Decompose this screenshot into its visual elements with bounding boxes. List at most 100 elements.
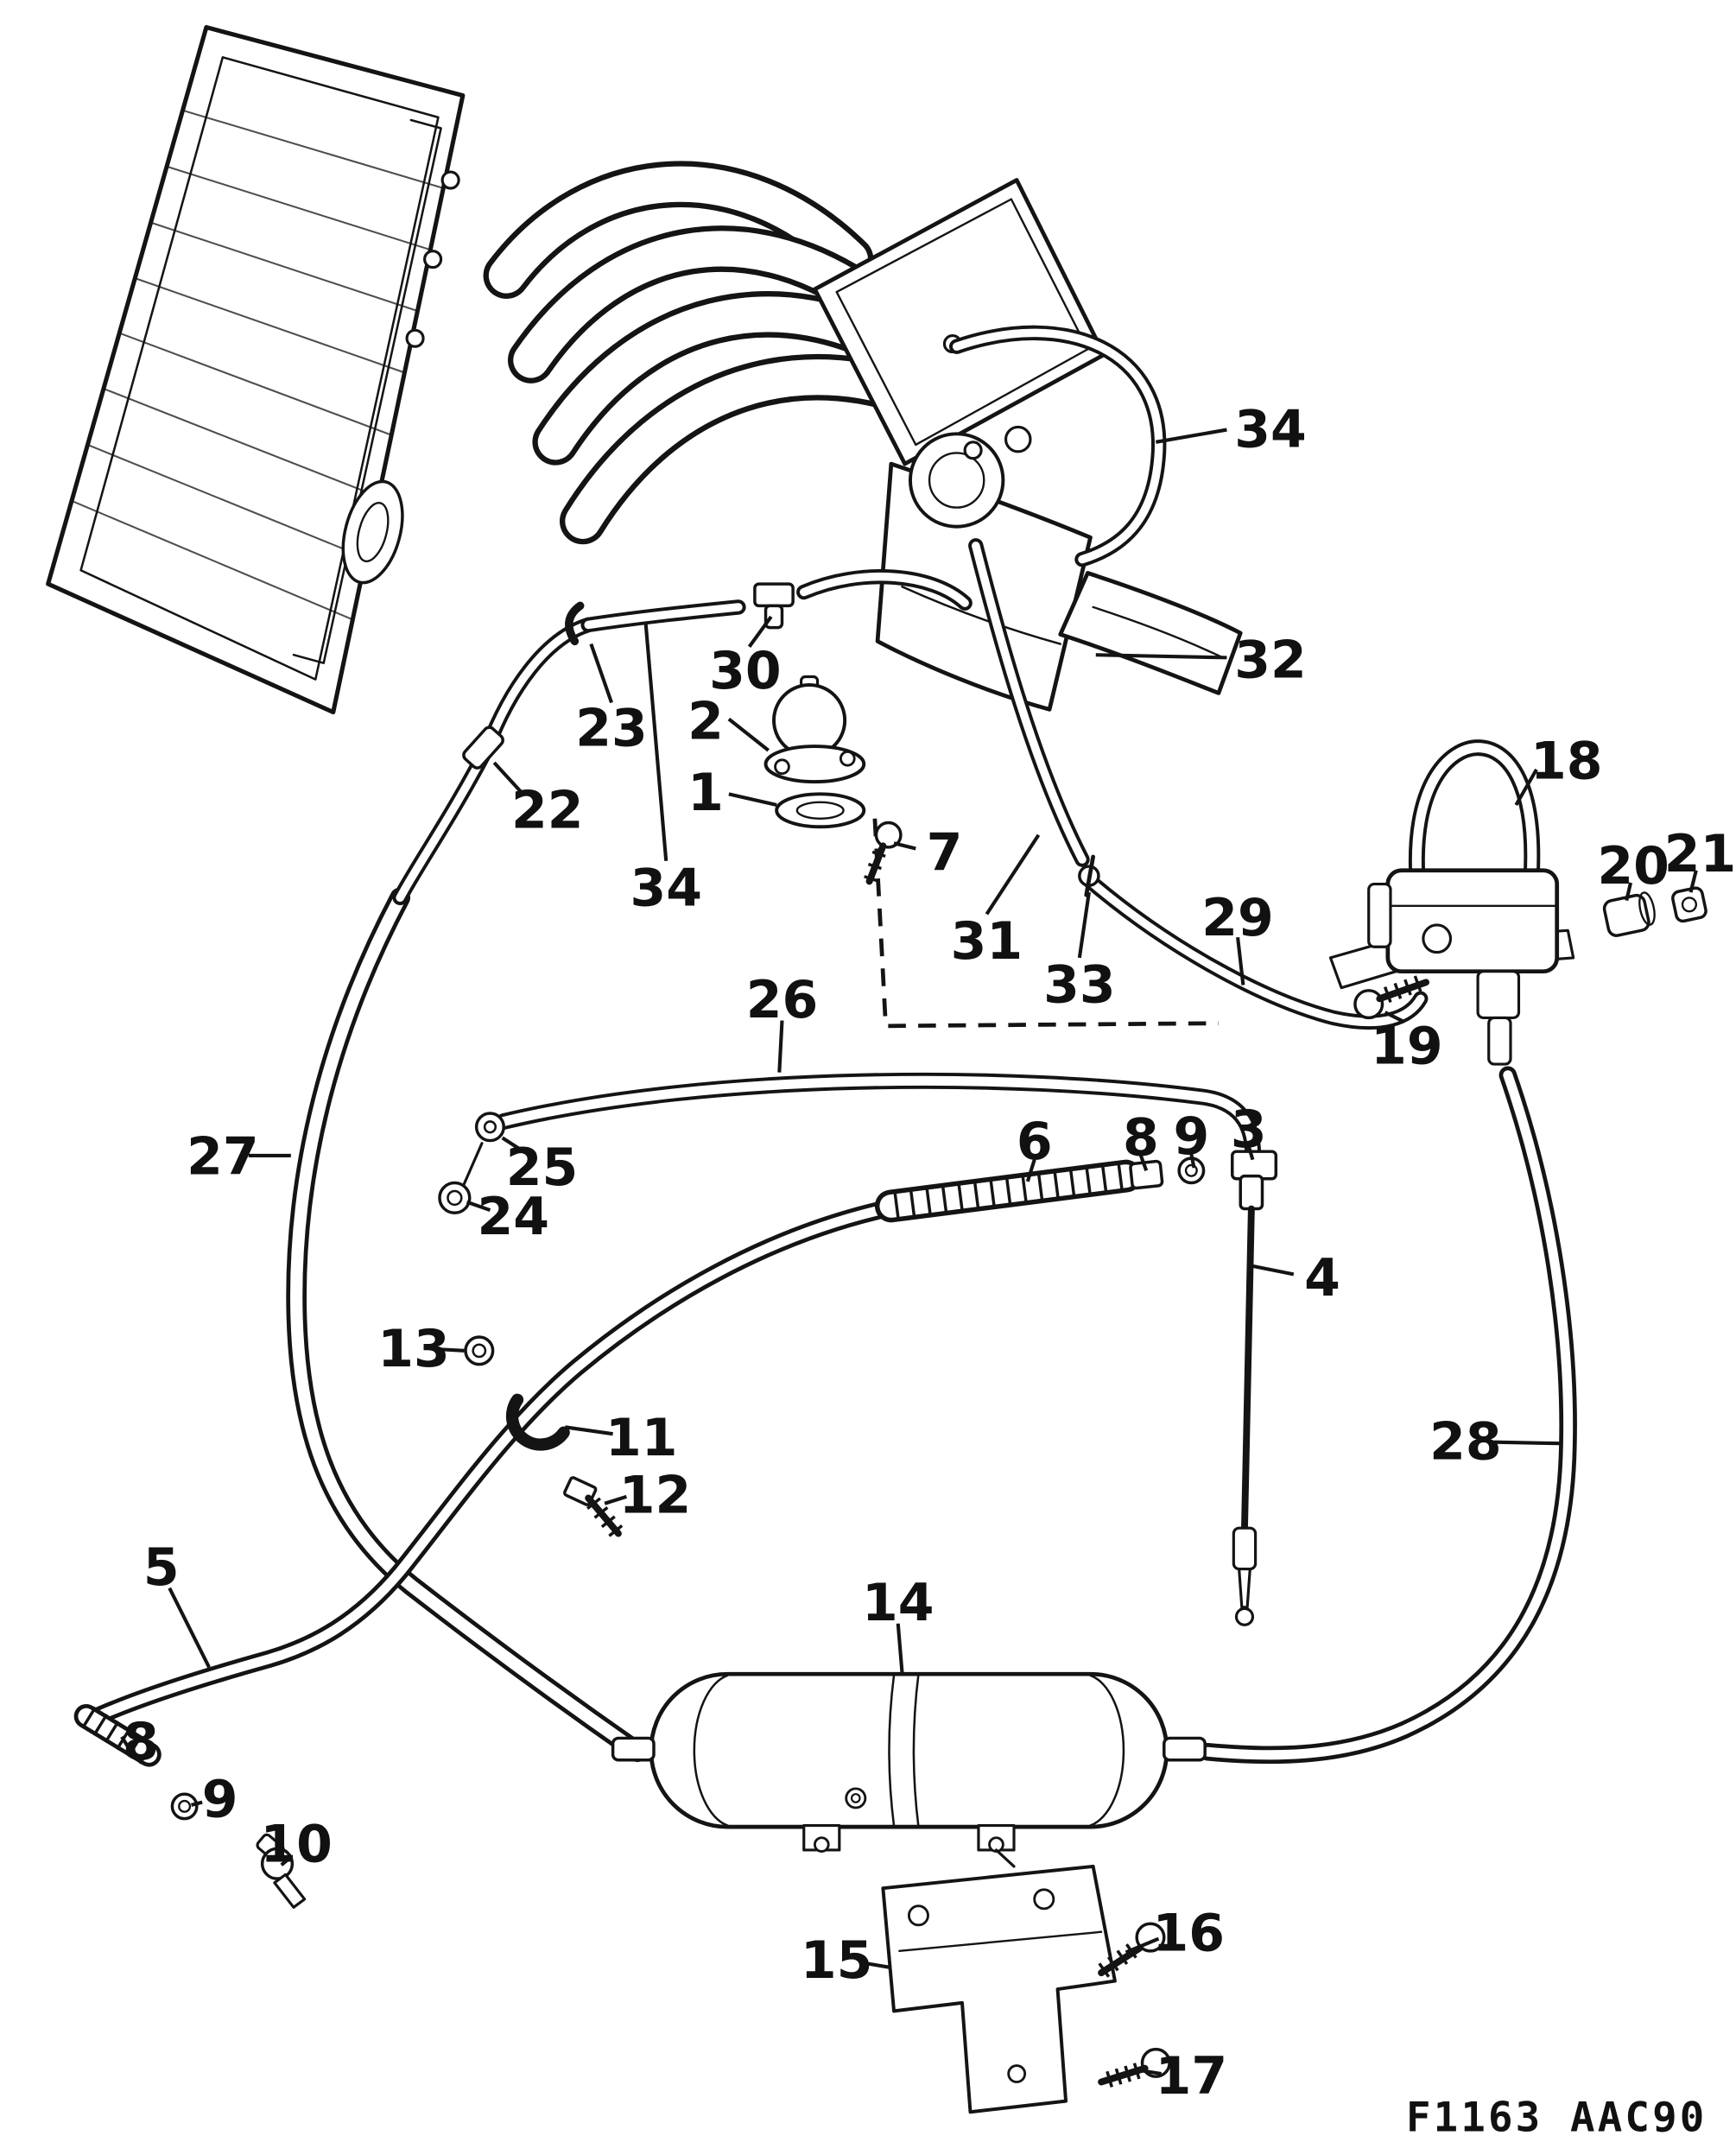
- cover-bolt: [423, 250, 443, 269]
- callout-leader-13: [439, 1347, 465, 1353]
- callout-leader-3: [1246, 1145, 1255, 1161]
- bracket-15: [881, 1848, 1171, 2114]
- callout-leader-26: [777, 1020, 784, 1073]
- callout-label-11: 11: [605, 1408, 678, 1468]
- engine-valve-cover: [46, 25, 466, 715]
- air-duct-32: [1058, 571, 1243, 695]
- callout-leader-11: [565, 1425, 613, 1436]
- callout-leader-8: [1138, 1155, 1149, 1172]
- fitting-22: [462, 726, 504, 770]
- hidden-routing-line: [872, 818, 1219, 1029]
- callout-leader-7: [893, 841, 916, 851]
- cover-bolt: [440, 170, 460, 190]
- intake-manifold: [483, 161, 1106, 545]
- canister-right-nipple: [1163, 1736, 1207, 1762]
- canister-14: [611, 1671, 1207, 1853]
- callout-leader-29: [1236, 936, 1245, 985]
- callout-leader-20: [1625, 882, 1633, 902]
- callout-leader-22: [492, 761, 526, 797]
- callout-leader-19: [1384, 1011, 1405, 1023]
- callout-label-23: 23: [575, 699, 648, 759]
- bushing-21: [1671, 886, 1707, 923]
- callout-label-12: 12: [619, 1465, 692, 1525]
- screw-7: [874, 821, 903, 849]
- callout-label-27: 27: [187, 1127, 259, 1188]
- clamp-23: [565, 601, 585, 646]
- callout-label-9: 9: [202, 1770, 238, 1830]
- screw-19: [1353, 989, 1384, 1020]
- gasket-1: [775, 792, 866, 829]
- callout-leader-16: [1125, 1936, 1160, 1955]
- callout-label-8: 8: [1123, 1107, 1159, 1168]
- callout-label-25: 25: [506, 1138, 579, 1198]
- vacuum-valve-assembly: [763, 675, 903, 885]
- valve-assembly-18: [1328, 739, 1707, 1066]
- grommet-24: [438, 1181, 472, 1215]
- callout-leader-8: [120, 1735, 137, 1760]
- cable-4: [1232, 1205, 1258, 1626]
- callout-label-13: 13: [377, 1319, 450, 1379]
- callout-label-22: 22: [511, 780, 584, 840]
- callout-leader-21: [1688, 870, 1698, 893]
- nut-9: [170, 1792, 199, 1821]
- screw-17: [1140, 2047, 1171, 2078]
- throttle-body: [875, 425, 1243, 712]
- callout-label-31: 31: [951, 911, 1023, 972]
- callout-leader-14: [896, 1623, 904, 1673]
- sensor-10: [260, 1847, 295, 1880]
- figure-code: F1163 AAC90: [1406, 2094, 1707, 2141]
- callout-label-18: 18: [1530, 731, 1603, 791]
- bushing-20: [1602, 893, 1650, 937]
- callout-leader-2: [727, 717, 770, 752]
- callout-leader-31: [985, 833, 1041, 916]
- callout-label-16: 16: [1152, 1903, 1225, 1963]
- callout-leader-34: [1155, 428, 1227, 444]
- cover-bolt: [405, 328, 425, 348]
- callout-leader-23: [589, 643, 613, 704]
- callout-label-32: 32: [1234, 631, 1307, 691]
- callout-label-34: 34: [630, 858, 702, 918]
- callout-leader-25: [501, 1136, 527, 1155]
- bottom-left-fittings: [73, 1703, 307, 1909]
- callout-label-1: 1: [687, 763, 724, 823]
- clamp-group: [464, 1335, 624, 1537]
- callout-leader-12: [604, 1494, 628, 1505]
- callout-label-2: 2: [687, 692, 724, 752]
- callout-label-34: 34: [1234, 400, 1307, 460]
- callout-label-15: 15: [801, 1930, 873, 1991]
- callout-label-24: 24: [478, 1187, 550, 1247]
- callout-leader-5: [168, 1587, 211, 1669]
- callout-leader-33: [1077, 891, 1091, 959]
- callout-label-7: 7: [927, 822, 963, 883]
- callout-label-21: 21: [1664, 824, 1736, 884]
- callout-label-20: 20: [1597, 836, 1669, 897]
- canister-left-nipple: [611, 1736, 656, 1762]
- callout-label-28: 28: [1429, 1412, 1502, 1473]
- banjo-fitting-25: [474, 1112, 505, 1143]
- callout-leader-17: [1135, 2068, 1162, 2076]
- corrugated-hose-6: [874, 1150, 1278, 1223]
- callout-label-10: 10: [260, 1815, 333, 1875]
- callout-leader-32: [1095, 653, 1227, 660]
- callout-label-17: 17: [1156, 2046, 1228, 2107]
- callout-leader-1: [728, 792, 777, 807]
- callout-label-14: 14: [862, 1573, 935, 1633]
- t-fitting-30: [753, 582, 795, 608]
- small-fittings-top: [438, 582, 1100, 1215]
- callout-label-3: 3: [1231, 1100, 1267, 1160]
- callout-label-6: 6: [1017, 1112, 1053, 1172]
- callout-leader-15: [865, 1961, 890, 1969]
- callout-label-30: 30: [709, 641, 782, 701]
- callout-label-4: 4: [1304, 1248, 1340, 1309]
- callout-label-33: 33: [1043, 954, 1116, 1015]
- callout-label-26: 26: [746, 970, 819, 1030]
- callout-label-9: 9: [1173, 1106, 1209, 1167]
- valve-flange: [763, 745, 866, 784]
- callout-label-5: 5: [143, 1537, 180, 1598]
- callout-leader-9: [1189, 1153, 1196, 1169]
- callout-label-8: 8: [123, 1712, 159, 1772]
- callout-leader-10: [280, 1856, 291, 1866]
- nut-13: [464, 1335, 495, 1366]
- callout-leader-9: [191, 1800, 203, 1807]
